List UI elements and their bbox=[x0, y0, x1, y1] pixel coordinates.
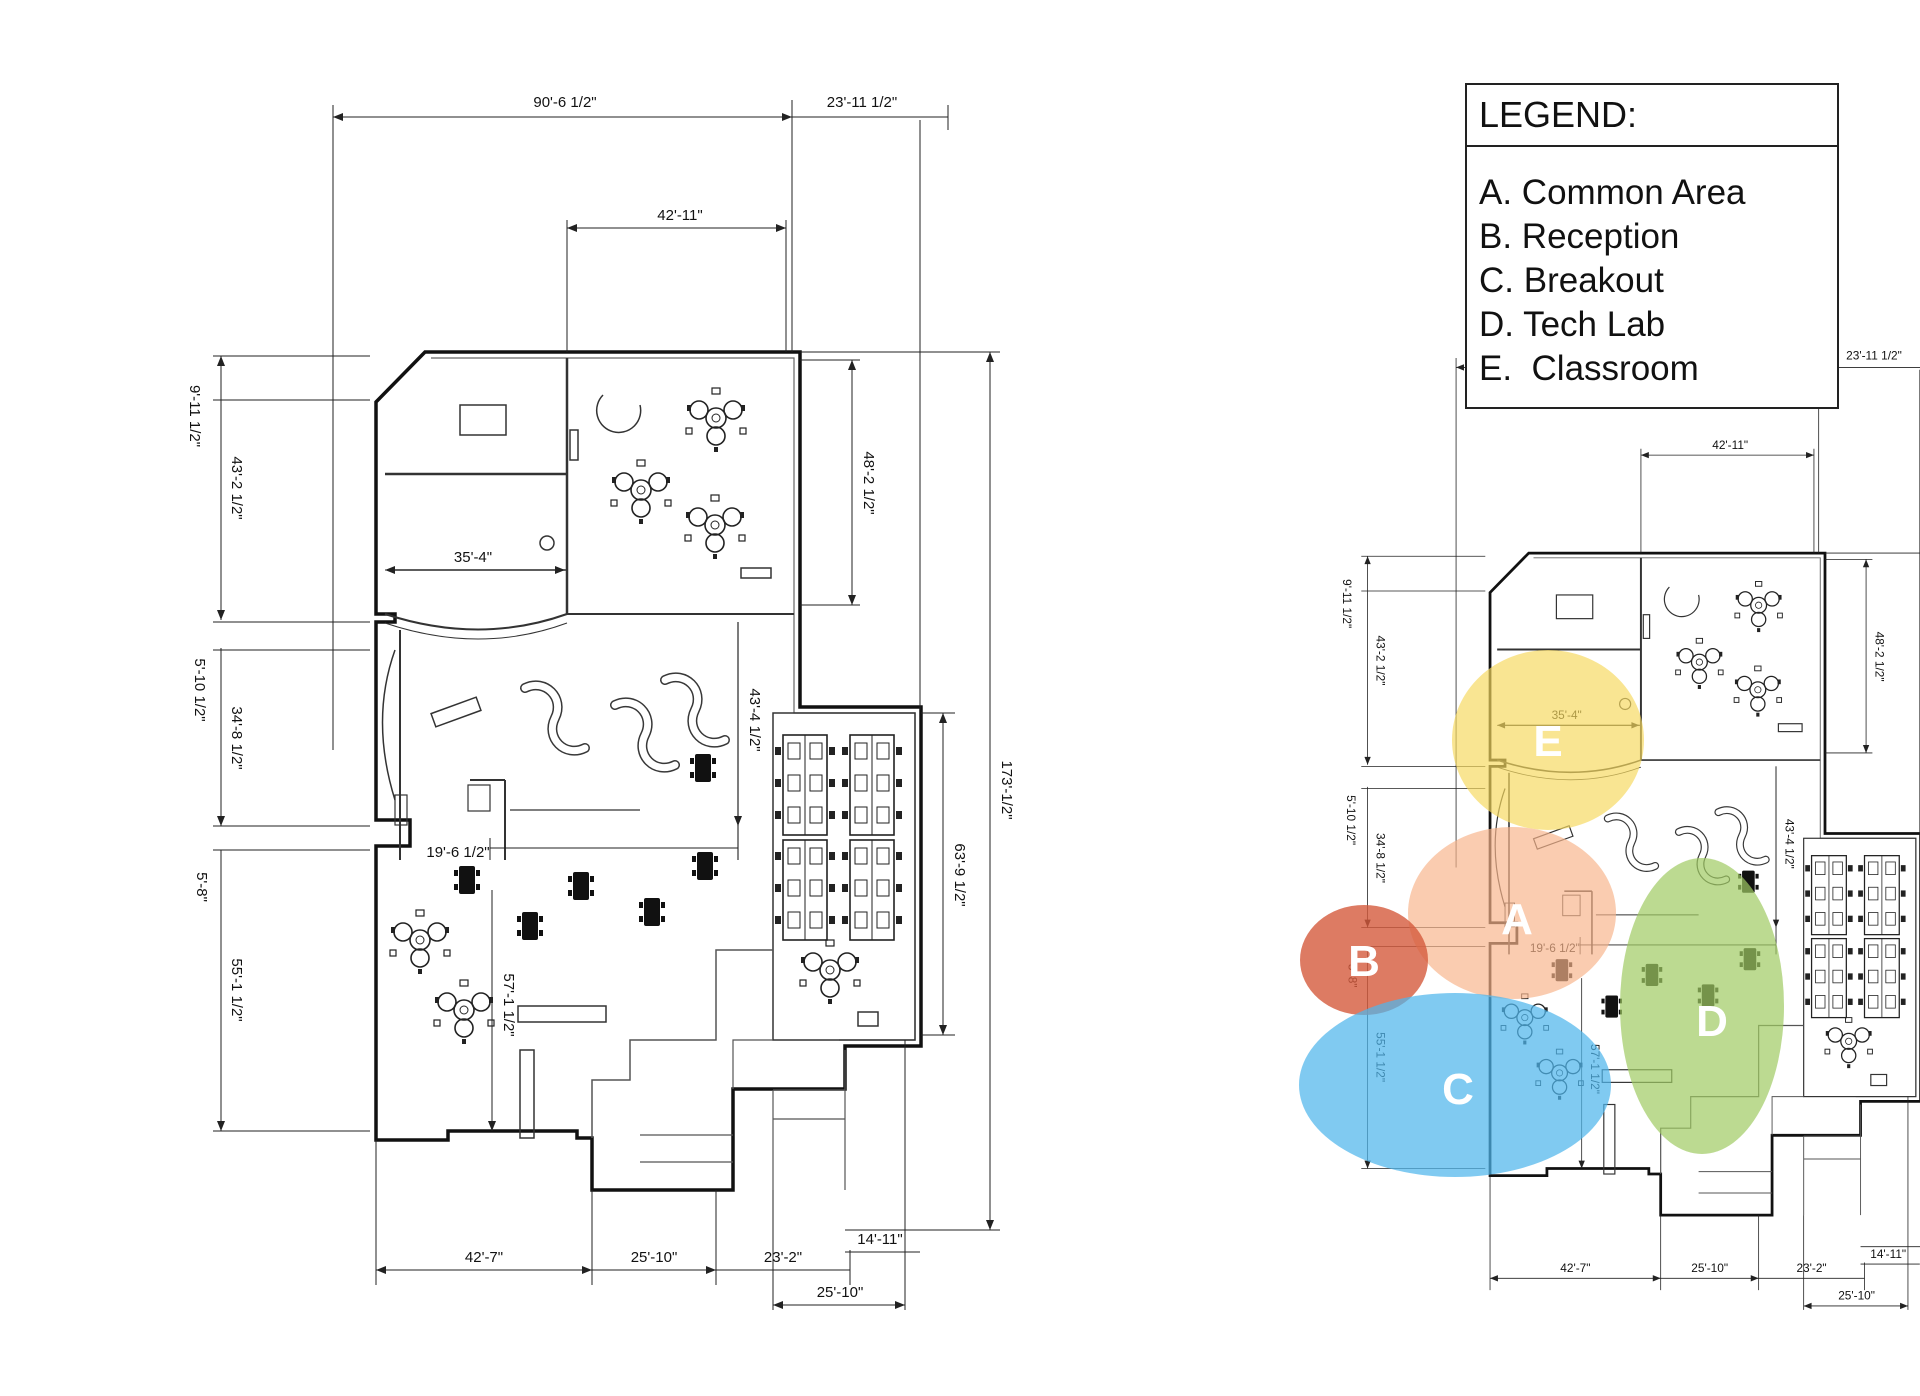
zone-e-label: E bbox=[1533, 717, 1562, 766]
dim-top-inner: 42'-11" bbox=[1712, 438, 1748, 452]
zone-a-label: A bbox=[1501, 895, 1533, 944]
floor-plan-left: 90'-6 1/2" 23'-11 1/2" 42'-11" 35'-4" 19… bbox=[186, 94, 1015, 1310]
dim-left-2: 43'-2 1/2" bbox=[1373, 636, 1387, 686]
dim-corridor-width: 19'-6 1/2" bbox=[426, 844, 489, 861]
dim-room-width: 35'-4" bbox=[454, 549, 492, 566]
dim-bottom-1: 42'-7" bbox=[465, 1249, 503, 1266]
dim-right-total: 173'-1/2" bbox=[998, 760, 1015, 819]
dim-right-1: 63'-9 1/2" bbox=[951, 843, 968, 906]
dim-bottom-notch: 14'-11" bbox=[1870, 1247, 1906, 1261]
dim-mid-2: 43'-4 1/2" bbox=[1783, 819, 1797, 869]
zone-e-classroom bbox=[1452, 650, 1644, 830]
dim-top-right: 23'-11 1/2" bbox=[827, 94, 897, 111]
legend-item-breakout: C. Breakout bbox=[1479, 261, 1664, 300]
dim-bottom-1: 42'-7" bbox=[1560, 1261, 1590, 1275]
dim-bottom-2: 25'-10" bbox=[631, 1249, 678, 1266]
dim-bottom-3: 23'-2" bbox=[1796, 1261, 1826, 1275]
dim-top-inner: 42'-11" bbox=[657, 207, 702, 224]
dim-left-4: 34'-8 1/2" bbox=[228, 706, 245, 769]
dim-left-6: 55'-1 1/2" bbox=[228, 958, 245, 1021]
dim-left-4: 34'-8 1/2" bbox=[1373, 833, 1387, 883]
dim-left-1: 9'-11 1/2" bbox=[1340, 579, 1354, 628]
dim-bottom-3: 23'-2" bbox=[764, 1249, 802, 1266]
legend-item-classroom: E. Classroom bbox=[1479, 349, 1699, 388]
dim-left-5: 5'-8" bbox=[193, 872, 210, 902]
dim-bottom-4: 25'-10" bbox=[1838, 1289, 1875, 1303]
zone-a-common-area bbox=[1408, 827, 1616, 999]
dim-mid-1: 48'-2 1/2" bbox=[1873, 632, 1887, 682]
dimension-labels-left: 90'-6 1/2" 23'-11 1/2" 42'-11" 35'-4" 19… bbox=[186, 94, 1015, 1301]
zone-c-breakout bbox=[1299, 993, 1611, 1177]
dim-left-2: 43'-2 1/2" bbox=[228, 456, 245, 519]
legend-item-tech-lab: D. Tech Lab bbox=[1479, 305, 1666, 344]
dim-top-total: 90'-6 1/2" bbox=[533, 94, 596, 111]
legend-title: LEGEND: bbox=[1467, 85, 1837, 147]
legend-list: A. Common Area B. Reception C. Breakout … bbox=[1467, 147, 1837, 391]
dim-mid-2: 43'-4 1/2" bbox=[746, 688, 763, 751]
dim-mid-3: 57'-1 1/2" bbox=[500, 973, 517, 1036]
legend-item-reception: B. Reception bbox=[1479, 217, 1680, 256]
zone-b-label: B bbox=[1348, 937, 1380, 986]
dim-bottom-2: 25'-10" bbox=[1691, 1261, 1728, 1275]
zone-b-reception bbox=[1300, 905, 1428, 1015]
zone-c-label: C bbox=[1442, 1065, 1474, 1114]
legend-item-common-area: A. Common Area bbox=[1479, 173, 1746, 212]
dim-left-1: 9'-11 1/2" bbox=[186, 385, 203, 447]
zone-d-tech-lab bbox=[1620, 858, 1784, 1154]
dim-left-3: 5'-10 1/2" bbox=[191, 658, 208, 721]
dim-top-right: 23'-11 1/2" bbox=[1846, 349, 1902, 363]
dim-left-3: 5'-10 1/2" bbox=[1344, 795, 1358, 845]
dim-bottom-notch: 14'-11" bbox=[857, 1231, 902, 1248]
dim-bottom-4: 25'-10" bbox=[817, 1284, 864, 1301]
legend: LEGEND: A. Common Area B. Reception C. B… bbox=[1465, 83, 1839, 409]
zone-overlays: E A B C D bbox=[1299, 650, 1784, 1177]
dim-mid-1: 48'-2 1/2" bbox=[860, 451, 877, 514]
zone-d-label: D bbox=[1696, 997, 1728, 1046]
